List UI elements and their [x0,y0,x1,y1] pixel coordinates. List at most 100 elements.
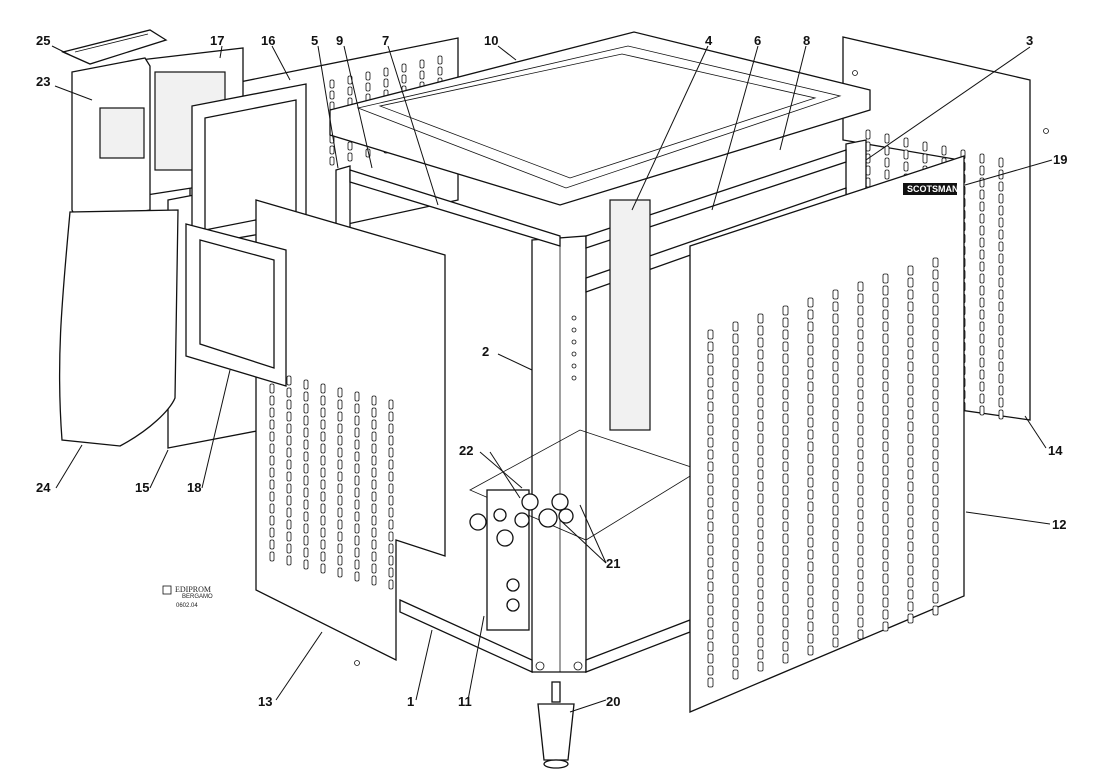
louver-slot [782,317,789,328]
louver-slot [337,507,343,518]
louver-slot [884,133,890,144]
louver-slot [832,565,839,576]
louver-slot [437,55,443,65]
louver-slot [782,593,789,604]
louver-slot [832,445,839,456]
louver-slot [757,457,764,468]
louver-slot [882,381,889,392]
louver-slot [857,593,864,604]
louver-slot [707,437,714,448]
louver-slot [882,369,889,380]
louver-slot [782,557,789,568]
louver-slot [269,443,275,454]
louver-slot [832,397,839,408]
louver-slot [832,301,839,312]
louver-slot [303,439,309,450]
callout-22: 22 [459,443,473,458]
louver-slot [882,297,889,308]
louver-slot [782,497,789,508]
louver-slot [782,641,789,652]
louver-slot [807,561,814,572]
louver-slot [371,467,377,478]
louver-slot [757,577,764,588]
louver-slot [732,525,739,536]
louver-slot [782,509,789,520]
louver-slot [857,581,864,592]
louver-slot [337,447,343,458]
louver-slot [807,609,814,620]
louver-slot [269,515,275,526]
louver-slot [807,501,814,512]
louver-slot [857,557,864,568]
louver-slot [757,313,764,324]
louver-slot [932,425,939,436]
louver-slot [269,455,275,466]
louver-slot [907,265,914,276]
louver-slot [882,357,889,368]
louver-slot [707,365,714,376]
louver-slot [757,361,764,372]
louver-slot [286,531,292,542]
louver-slot [371,443,377,454]
louver-slot [732,453,739,464]
louver-slot [337,543,343,554]
louver-slot [707,569,714,580]
louver-slot [907,385,914,396]
louver-slot [882,417,889,428]
louver-slot [707,641,714,652]
louver-slot [757,613,764,624]
louver-slot [832,493,839,504]
louver-slot [388,567,394,578]
louver-slot [857,317,864,328]
louver-slot [732,357,739,368]
louver-slot [388,495,394,506]
louver-slot [882,501,889,512]
louver-slot [807,513,814,524]
louver-slot [732,321,739,332]
louver-slot [807,297,814,308]
callout-25: 25 [36,33,50,48]
louver-slot [707,449,714,460]
louver-slot [320,383,326,394]
louver-slot [286,459,292,470]
louver-slot [388,519,394,530]
louver-slot [807,357,814,368]
louver-slot [732,489,739,500]
post-hole [571,375,577,381]
louver-slot [979,165,985,176]
louver-slot [757,325,764,336]
louver-slot [707,413,714,424]
callout-23: 23 [36,74,50,89]
louver-slot [907,469,914,480]
louver-slot [269,467,275,478]
louver-slot [371,551,377,562]
louver-slot [782,617,789,628]
louver-slot [907,445,914,456]
louver-slot [371,431,377,442]
louver-slot [979,285,985,296]
louver-slot [707,629,714,640]
louver-slot [865,129,871,140]
louver-slot [337,495,343,506]
louver-slot [932,605,939,616]
louver-slot [857,449,864,460]
louver-slot [932,269,939,280]
louver-slot [979,189,985,200]
logo-sub: BERGAMO [182,594,213,600]
louver-slot [337,435,343,446]
louver-slot [303,427,309,438]
louver-slot [354,571,360,582]
louver-slot [882,525,889,536]
louver-slot [329,90,335,100]
louver-slot [732,549,739,560]
louver-slot [857,341,864,352]
louver-slot [757,589,764,600]
louver-slot [388,579,394,590]
louver-slot [320,479,326,490]
louver-slot [979,405,985,416]
callout-19: 19 [1053,152,1067,167]
louver-slot [337,411,343,422]
louver-slot [907,289,914,300]
louver-slot [998,229,1004,240]
louver-slot [286,447,292,458]
